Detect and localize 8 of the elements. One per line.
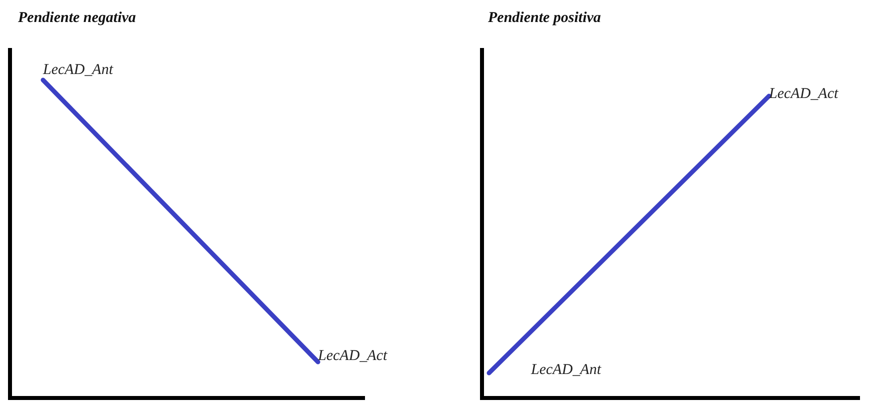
line — [40, 78, 320, 364]
point-label: LecAD_Ant — [43, 62, 113, 79]
line — [486, 94, 772, 376]
point-label: LecAD_Ant — [489, 362, 601, 379]
point-label: LecAD_Act — [318, 348, 388, 365]
panel-title: Pendiente positiva — [488, 10, 601, 27]
panel-title: Pendiente negativa — [18, 10, 136, 27]
point-label: LecAD_Act — [769, 86, 838, 103]
